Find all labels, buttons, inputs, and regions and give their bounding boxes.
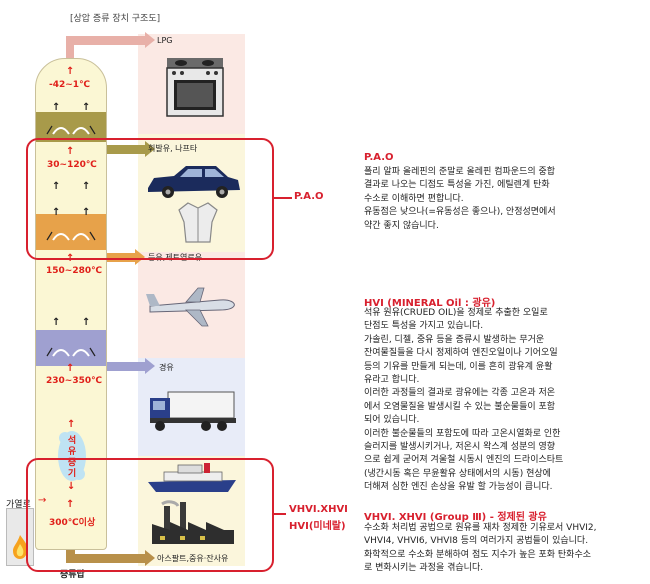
temp-1: -42~1℃: [49, 80, 90, 90]
pipe-gasoline-arrow: [145, 141, 155, 157]
temp-2: 30~120℃: [47, 160, 97, 170]
pipe-residue-arrow: [145, 550, 155, 566]
text-line: 더해져 심한 엔진 손상을 유발 할 가능성이 큽니다.: [364, 482, 553, 493]
vapor-arrow: ↑: [52, 102, 61, 113]
jacket-icon: [178, 202, 218, 243]
text-line: 약간 좋지 않습니다.: [364, 220, 439, 231]
text-line: 화학적으로 수소화 분해하여 점도 지수가 높은 포화 탄화수소: [364, 549, 592, 560]
text-line: 유라고 합니다.: [364, 375, 420, 386]
text-line: 수소화 처리법 공법으로 원유를 재차 정제한 기유로서 VHVI2,: [364, 523, 597, 533]
text-line: VHVI4, VHVI6, VHVI8 등의 여러가지 공법들이 있습니다.: [364, 536, 589, 547]
text-line: 으로 쉽게 굳어져 겨울철 시동시 엔진의 드라이스타트: [364, 455, 564, 466]
vhvi-callout-line2: HVI(미네랄): [289, 521, 346, 532]
vapor-arrow: ↑: [82, 181, 91, 192]
steam-up-arrow: ↑: [67, 419, 76, 430]
red-up-arrow: ↑: [66, 499, 75, 510]
text-line: 슬러지를 발생시키거나, 저온시 왁스계 성분의 영향: [364, 442, 556, 453]
hvi-body: 석유 원유(CRUED OIL)을 정제로 추출한 오일로 단점도 특성을 가지…: [364, 307, 644, 495]
text-line: 되어 있습니다.: [364, 415, 420, 426]
pipe-residue: [66, 554, 146, 563]
pipe-gasoline: [104, 145, 146, 154]
red-up-arrow: ↑: [66, 363, 75, 374]
text-line: 잔여물질들을 다시 정제하여 엔진오일이나 기어오일: [364, 348, 558, 359]
vhvi-heading: VHVI. XHVI (Group Ⅲ) - 정제된 광유: [364, 512, 547, 523]
steam-down-arrow: ↓: [67, 481, 76, 492]
text-line: 유동점은 낮으나(=유동성은 좋으나), 안정성면에서: [364, 207, 556, 218]
product-kerosene-jet: 등유,제트연료유: [148, 253, 203, 262]
airplane-icon: [146, 287, 235, 327]
text-line: (냉간시동 혹은 무윤활유 상태에서의 시동) 현상에: [364, 468, 551, 479]
vapor-arrow: ↑: [82, 317, 91, 328]
heater-label: 가열로: [6, 500, 31, 510]
vhvi-connector: [272, 513, 286, 515]
heater-feed-arrow: →: [38, 495, 47, 506]
text-line: 이러한 불순물들의 포함도에 따라 고온시열화로 인한: [364, 428, 561, 439]
vapor-arrow: ↑: [82, 207, 91, 218]
vapor-arrow: ↑: [52, 317, 61, 328]
product-diesel: 경유: [159, 363, 174, 372]
text-line: 가솔린, 디젤, 중유 등을 증류시 발생하는 무거운: [364, 334, 545, 345]
text-line: 이러한 과정들의 결과로 광유에는 각종 고온과 저온: [364, 388, 556, 399]
vhvi-callout-line1: VHVI.XHVI: [289, 504, 348, 515]
steam-label: 석유증기: [67, 436, 77, 479]
temp-3: 150~280℃: [46, 266, 103, 276]
pao-callout-label: P.A.O: [294, 191, 324, 202]
text-line: 로 변화시키는 과정을 겪습니다.: [364, 563, 484, 574]
flame-icon: [13, 535, 28, 559]
pipe-kerosene: [104, 253, 136, 262]
car-icon: [148, 166, 240, 198]
pao-body: 폴리 알파 올레핀의 준말로 올레핀 컴파운드의 중합 결과로 나오는 디점도 …: [364, 166, 644, 233]
vhvi-body: 수소화 처리법 공법으로 원유를 재차 정제한 기유로서 VHVI2, VHVI…: [364, 522, 644, 576]
text-line: 에서 오염물질을 발생시킬 수 있는 불순물들이 포함: [364, 401, 556, 412]
text-line: 수소로 이해하면 편합니다.: [364, 193, 464, 204]
tray-diesel: [36, 330, 106, 366]
tower-label: 증류탑: [60, 570, 85, 580]
gas-stove-icon: [166, 58, 224, 117]
product-residue: 아스팔트,중유·잔사유: [157, 554, 229, 563]
pipe-diesel: [104, 362, 146, 371]
pao-highlight-box: [26, 138, 274, 260]
vhvi-highlight-box: [26, 458, 274, 572]
ship-icon: [148, 463, 236, 492]
red-up-arrow: ↑: [66, 66, 75, 77]
tray-kerosene: [36, 214, 106, 250]
steam-cloud-icon: [58, 431, 86, 481]
vapor-arrow: ↑: [82, 102, 91, 113]
product-lpg: LPG: [157, 36, 173, 45]
temp-5: 300℃이상: [49, 518, 96, 528]
text-line: 석유 원유(CRUED OIL)을 정제로 추출한 오일로: [364, 308, 548, 318]
factory-icon: [152, 500, 234, 544]
tray-gasoline: [36, 112, 106, 142]
red-up-arrow: ↑: [66, 146, 75, 157]
pipe-kerosene-arrow: [135, 249, 145, 265]
text-line: 결과로 나오는 디점도 특성을 가진, 에틸렌계 탄화: [364, 180, 550, 191]
product-gasoline-naphtha: 휘발유, 나프타: [148, 144, 198, 153]
diagram-title: [상압 증류 장치 구조도]: [70, 14, 161, 24]
pipe-lpg: [66, 36, 146, 45]
text-line: 등의 기유를 만들게 되는데, 이를 흔히 광유계 윤활: [364, 361, 553, 372]
pipe-lpg-vertical: [66, 38, 74, 60]
hvi-heading: HVI (MINERAL Oil : 광유): [364, 298, 496, 309]
truck-icon: [150, 391, 236, 431]
text-line: 단점도 특성을 가지고 있습니다.: [364, 321, 484, 332]
temp-4: 230~350℃: [46, 376, 103, 386]
pipe-lpg-arrow: [145, 32, 155, 48]
vapor-arrow: ↑: [52, 181, 61, 192]
vapor-arrow: ↑: [52, 207, 61, 218]
pipe-diesel-arrow: [145, 358, 155, 374]
pao-connector: [272, 197, 292, 199]
pao-heading: P.A.O: [364, 152, 394, 163]
text-line: 폴리 알파 올레핀의 준말로 올레핀 컴파운드의 중합: [364, 167, 556, 177]
